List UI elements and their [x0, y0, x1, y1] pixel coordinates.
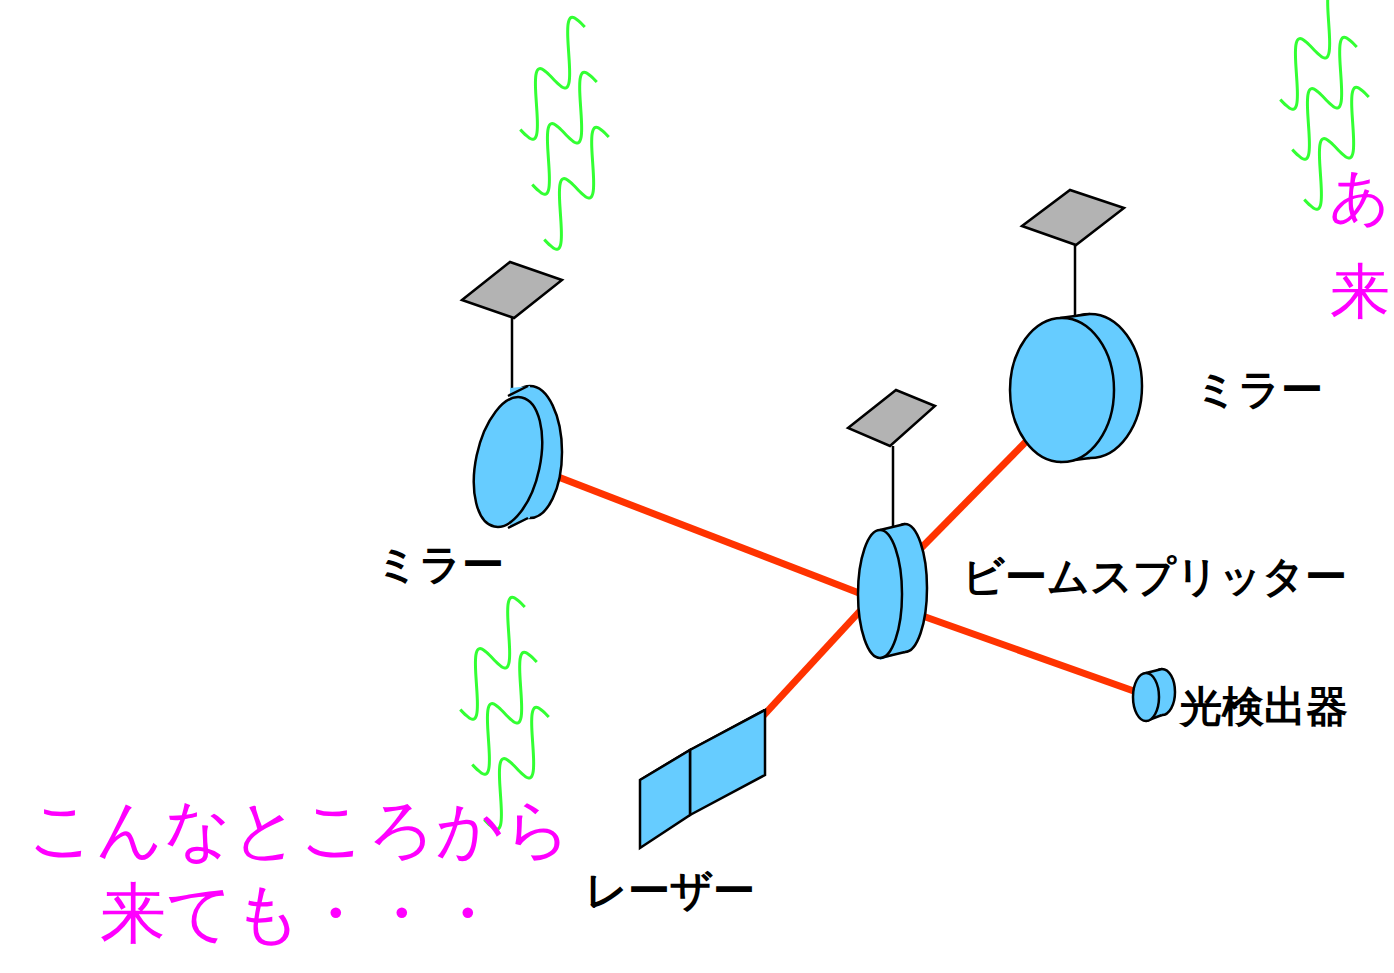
suspension-plate [848, 390, 935, 446]
laser-beam [535, 468, 872, 598]
suspension-plate [1022, 190, 1124, 245]
wave-line [1280, 0, 1344, 109]
mirror-edge [508, 386, 528, 396]
laser-side [690, 710, 765, 815]
part-label: ミラー [376, 540, 504, 590]
fragment-text: あ [1329, 160, 1390, 232]
mirror-face [1010, 318, 1114, 462]
wave-line [460, 597, 524, 719]
callout-text: こんなところから 来ても・・・ [0, 788, 600, 956]
gravitational-waves [460, 0, 1368, 829]
part-label: ミラー [1195, 365, 1323, 415]
part-label: 光検出器 [1180, 682, 1348, 732]
splitter-face [858, 530, 902, 658]
part-label: ビームスプリッター [962, 552, 1347, 602]
fragment-text: 来 [1330, 255, 1390, 327]
wave-line [520, 17, 584, 139]
wave-line [532, 72, 596, 194]
laser-front [640, 750, 690, 848]
wave-line [1292, 37, 1356, 159]
laser-beam [752, 598, 872, 728]
wave-line [544, 127, 608, 249]
suspensions [462, 190, 1124, 532]
suspension-plate [462, 262, 562, 318]
mirror-face [463, 391, 553, 533]
splitter-edge [880, 524, 905, 530]
suspension-wire [892, 446, 895, 532]
wave-line [472, 652, 536, 774]
part-label: レーザー [585, 866, 755, 916]
detector-face [1133, 673, 1159, 721]
suspension-wire [511, 318, 514, 398]
